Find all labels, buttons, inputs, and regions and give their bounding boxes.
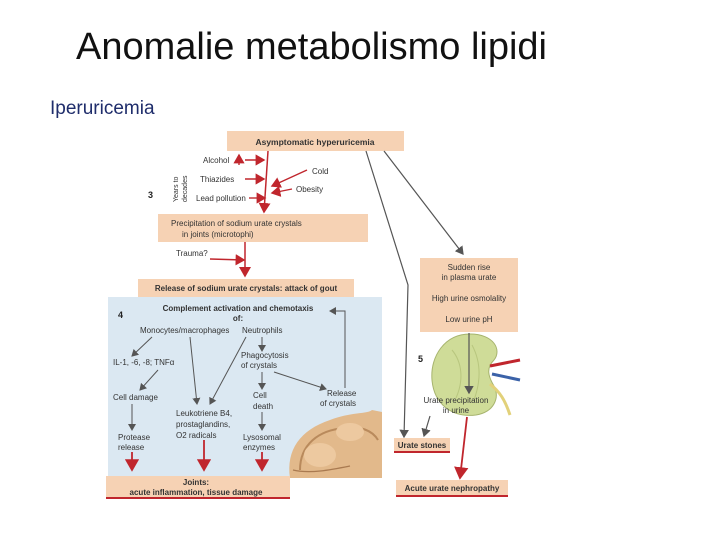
joints-line1: Joints: — [183, 478, 209, 487]
high-urine-osmolality: High urine osmolality — [432, 294, 506, 303]
precipitation-line2: in joints (microtophi) — [182, 230, 254, 239]
precipitation-box — [158, 214, 368, 242]
precipitation-line1: Precipitation of sodium urate crystals — [171, 219, 302, 228]
protease-line1: Protease — [118, 433, 151, 442]
joints-box — [106, 476, 290, 498]
side-label-decades: decades — [182, 175, 189, 202]
arrow-to-cell-damage — [139, 369, 159, 391]
top-box-label: Asymptomatic hyperuricemia — [255, 137, 374, 147]
factor-thiazides: Thiazides — [200, 175, 234, 184]
side-label-years: Years to — [173, 176, 180, 202]
cell-damage-label: Cell damage — [113, 393, 158, 402]
release-crystals-line2: of crystals — [320, 399, 356, 408]
arrow-main-down — [258, 150, 271, 214]
factor-obesity: Obesity — [296, 185, 323, 194]
step-5-label: 5 — [418, 354, 423, 364]
page-title: Anomalie metabolismo lipidi — [76, 26, 547, 68]
urate-stones-box — [394, 438, 450, 452]
factor-trauma: Trauma? — [176, 249, 208, 258]
arrow-to-il — [131, 336, 153, 357]
arrow-to-urate-stones — [365, 150, 409, 439]
arrow-trauma — [209, 254, 246, 266]
complement-line2: of: — [233, 314, 243, 323]
low-urine-ph: Low urine pH — [445, 315, 492, 324]
arrow-obesity — [270, 185, 293, 197]
interleukins-label: IL-1, -6, -8; TNFα — [113, 358, 175, 367]
page-subtitle: Iperuricemia — [50, 98, 155, 119]
factor-cold: Cold — [312, 167, 328, 176]
renal-panel — [420, 258, 518, 332]
lysosomal-line2: enzymes — [243, 443, 275, 452]
leukotriene-line2: prostaglandins, — [176, 420, 230, 429]
nephropathy-box — [396, 480, 508, 496]
sudden-rise-line1: Sudden rise — [448, 263, 491, 272]
protease-line2: release — [118, 443, 145, 452]
top-box — [227, 131, 404, 151]
urate-precip-line2: in urine — [443, 406, 470, 415]
factor-alcohol: Alcohol — [203, 156, 229, 165]
urate-precip-line1: Urate precipitation — [424, 396, 489, 405]
phagocytosis-line2: of crystals — [241, 361, 277, 370]
arrow-to-stones — [421, 415, 431, 438]
release-box-label: Release of sodium urate crystals: attack… — [155, 284, 338, 293]
complement-line1: Complement activation and chemotaxis — [163, 304, 314, 313]
arrow-to-release-crystals — [273, 371, 327, 391]
arrow-cold — [270, 169, 308, 188]
neutrophils-label: Neutrophils — [242, 326, 282, 335]
leukotriene-line1: Leukotriene B4, — [176, 409, 232, 418]
nephropathy-label: Acute urate nephropathy — [405, 484, 500, 493]
lysosomal-line1: Lysosomal — [243, 433, 281, 442]
joints-line2: acute inflammation, tissue damage — [130, 488, 263, 497]
release-box — [138, 279, 354, 297]
cell-death-line2: death — [253, 402, 273, 411]
arrow-to-leuko — [189, 336, 201, 405]
arrow-feedback — [329, 307, 346, 388]
cell-death-line1: Cell — [253, 391, 267, 400]
arrow-to-sudden-rise — [383, 150, 464, 255]
step-3-label: 3 — [148, 190, 153, 200]
monocytes-label: Monocytes/macrophages — [140, 326, 229, 335]
sudden-rise-line2: in plasma urate — [442, 273, 497, 282]
arrow-neutro-leuko — [209, 336, 247, 405]
phagocytosis-line1: Phagocytosis — [241, 351, 289, 360]
urate-stones-label: Urate stones — [398, 441, 447, 450]
release-crystals-line1: Release — [327, 389, 357, 398]
leukotriene-line3: O2 radicals — [176, 431, 216, 440]
finger-joint-illustration — [289, 410, 382, 478]
factor-lead: Lead pollution — [196, 194, 246, 203]
arrow-to-nephropathy — [454, 416, 469, 480]
kidney-illustration — [431, 333, 521, 416]
step-4-label: 4 — [118, 310, 123, 320]
